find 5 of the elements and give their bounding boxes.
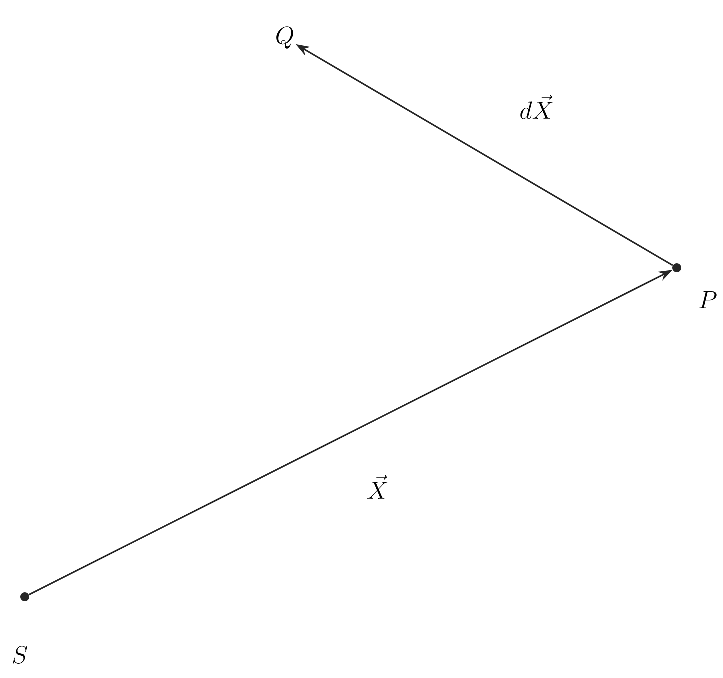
edge-label: $\vec{X}$ — [366, 474, 390, 500]
point-label: $P$ — [672, 264, 717, 308]
edge-label: $d\vec{X}$ — [518, 94, 556, 120]
point-label: $Q$ — [276, 26, 294, 49]
point-label: $S$ — [13, 592, 30, 664]
